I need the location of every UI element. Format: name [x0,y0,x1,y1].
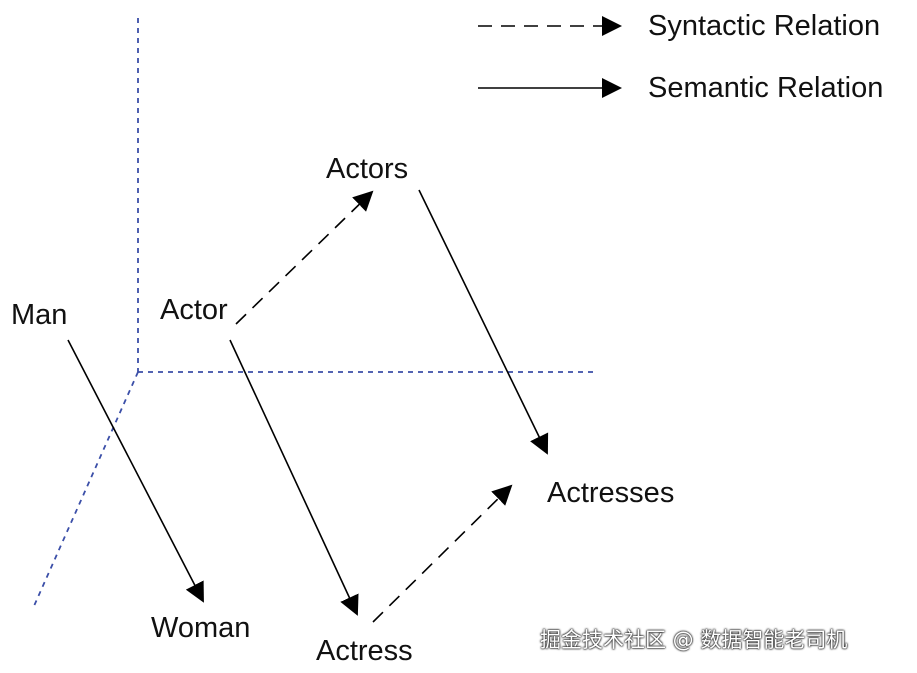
legend-syntactic-label: Syntactic Relation [648,10,880,42]
semantic-arrow-actor-actress [229,339,359,616]
semantic-arrow-man-woman [67,339,204,603]
depth-axis [33,371,139,607]
syntactic-arrow-actor-actors [235,190,374,325]
word-actors: Actors [326,153,408,185]
word-actresses: Actresses [547,477,674,509]
word-woman: Woman [151,612,250,644]
watermark-text: 掘金技术社区 @ 数据智能老司机 [540,628,848,652]
legend-semantic-label: Semantic Relation [648,72,883,104]
word-actress: Actress [316,635,413,667]
semantic-arrow-actors-actresses [418,189,549,455]
syntactic-arrow-actress-actresses [372,484,513,623]
word-man: Man [11,299,67,331]
word-actor: Actor [160,294,228,326]
